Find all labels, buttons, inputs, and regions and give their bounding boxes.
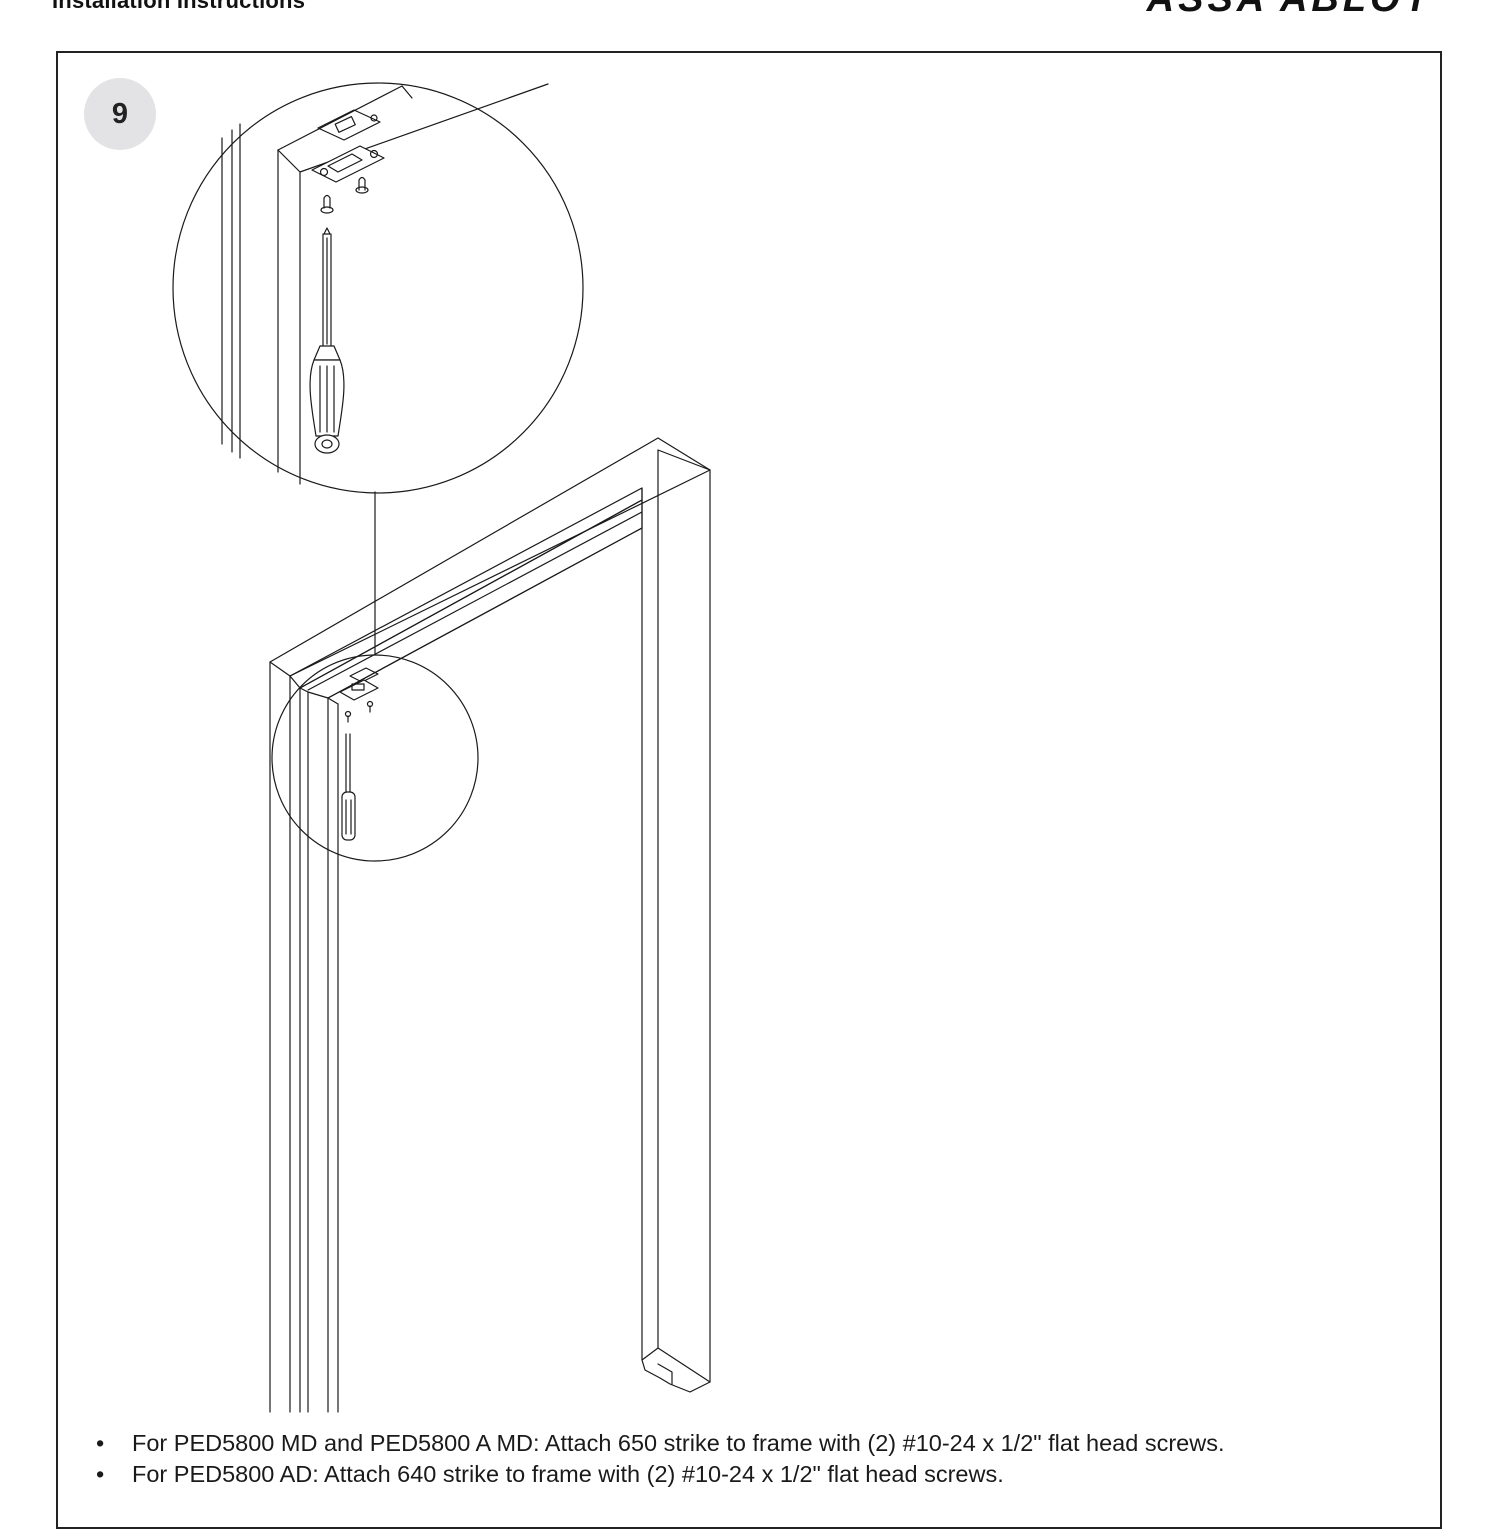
instruction-item: • For PED5800 MD and PED5800 A MD: Attac… — [96, 1428, 1224, 1459]
frame-head-stop — [299, 499, 643, 699]
jamb-right-foot — [641, 1347, 711, 1393]
mag-strike-upper — [317, 109, 381, 141]
jamb-right-foot-detail — [657, 1363, 673, 1385]
small-screwdriver-handle — [341, 791, 356, 841]
mag-frame-top-1 — [277, 85, 403, 151]
small-strike-upper — [349, 667, 379, 683]
jamb-right-top-edge — [657, 449, 711, 471]
mag-screwdriver — [309, 227, 345, 454]
brand-logo: ASSA ABLOY — [1147, 0, 1433, 21]
frame-head-rabbet — [327, 527, 643, 699]
mag-strike-lower-lip — [327, 153, 363, 173]
mag-strike-lower — [311, 145, 385, 183]
mag-screw-left — [320, 194, 334, 214]
mag-strike-upper-hole — [370, 114, 378, 122]
instruction-list: • For PED5800 MD and PED5800 A MD: Attac… — [96, 1428, 1224, 1490]
small-detail-callout — [271, 491, 479, 862]
frame-head-top — [269, 437, 711, 677]
step-number: 9 — [111, 97, 129, 130]
mag-strike-upper-slot — [334, 115, 356, 133]
frame-head-inner — [307, 511, 643, 691]
instruction-item: • For PED5800 AD: Attach 640 strike to f… — [96, 1459, 1224, 1490]
jamb-left-top — [289, 675, 339, 705]
bullet-glyph: • — [96, 1461, 105, 1487]
small-strike-slot — [351, 683, 365, 691]
large-detail-callout — [172, 82, 584, 494]
step-panel — [56, 51, 1442, 1529]
bullet-glyph: • — [96, 1430, 105, 1456]
mag-screw-right — [355, 176, 369, 194]
large-detail-circle — [172, 82, 584, 494]
instruction-text: For PED5800 AD: Attach 640 strike to fra… — [132, 1461, 1004, 1487]
mag-strike-lower-hole-left — [319, 167, 329, 177]
door-frame — [269, 437, 711, 1413]
step-number-badge: 9 — [84, 78, 156, 150]
mag-strike-lower-hole-right — [369, 149, 379, 159]
mag-frame-top-3 — [401, 85, 413, 99]
mag-frame-top-2 — [277, 83, 549, 173]
instruction-text: For PED5800 MD and PED5800 A MD: Attach … — [132, 1430, 1225, 1456]
document-section-title: Installation Instructions — [52, 0, 306, 13]
